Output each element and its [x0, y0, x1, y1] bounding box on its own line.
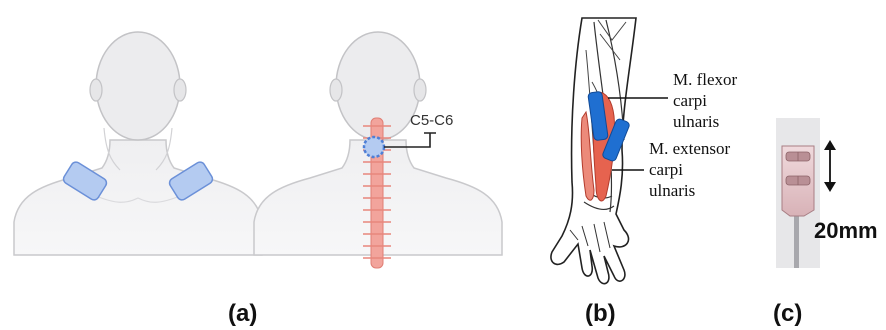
extensor-label-line-2: carpi — [649, 159, 730, 180]
flexor-label-line-1: M. flexor — [673, 69, 737, 90]
extensor-label-line-1: M. extensor — [649, 138, 730, 159]
dimension-arrow — [824, 140, 836, 192]
flexor-label: M. flexor carpi ulnaris — [673, 69, 737, 132]
extensor-label-line-3: ulnaris — [649, 180, 730, 201]
electrode-photo — [776, 118, 820, 268]
extensor-label: M. extensor carpi ulnaris — [649, 138, 730, 201]
dimension-label: 20mm — [814, 218, 878, 244]
front-torso-illustration — [14, 32, 262, 255]
flexor-label-line-3: ulnaris — [673, 111, 737, 132]
panel-label-b: (b) — [585, 300, 616, 328]
spinal-electrode — [364, 137, 384, 157]
flexor-label-line-2: carpi — [673, 90, 737, 111]
vertebra-label: C5-C6 — [410, 112, 453, 129]
panel-label-c: (c) — [773, 300, 802, 328]
panel-label-a: (a) — [228, 300, 257, 328]
